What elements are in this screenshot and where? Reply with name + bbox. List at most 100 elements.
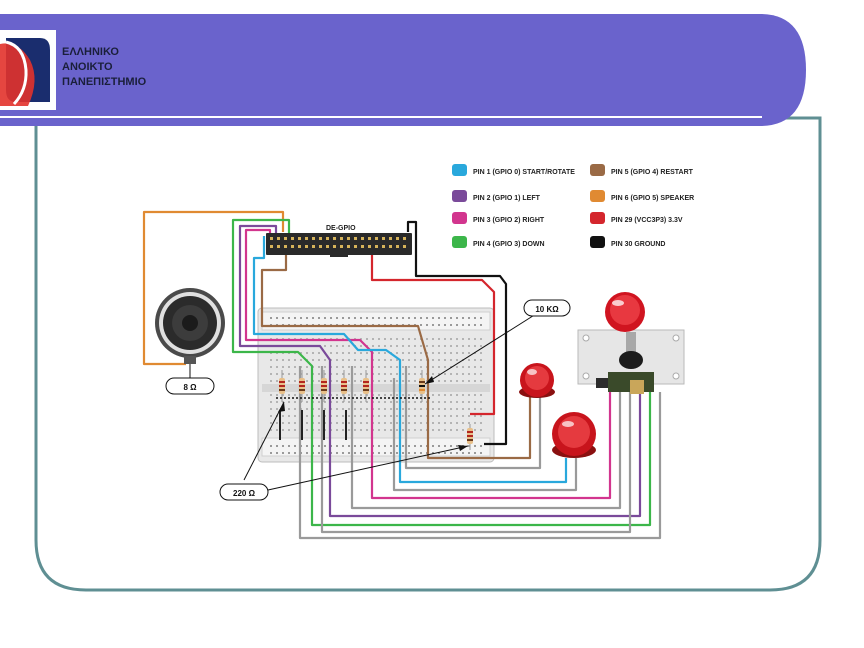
breadboard-hole — [282, 366, 284, 368]
breadboard-hole — [270, 380, 272, 382]
breadboard-hole — [414, 401, 416, 403]
breadboard-hole — [468, 352, 470, 354]
breadboard-hole — [420, 401, 422, 403]
breadboard-hole — [468, 366, 470, 368]
legend-swatch-pin29 — [590, 212, 605, 224]
breadboard-hole — [348, 452, 350, 454]
gpio-pin — [382, 245, 385, 248]
breadboard-hole — [294, 373, 296, 375]
breadboard-hole — [456, 352, 458, 354]
resistor-220-pointer-2 — [267, 445, 469, 491]
breadboard-hole — [276, 317, 278, 319]
gpio-pin — [277, 245, 280, 248]
gpio-pin — [270, 245, 273, 248]
breadboard-hole — [348, 359, 350, 361]
breadboard-hole — [432, 338, 434, 340]
breadboard-hole — [366, 452, 368, 454]
breadboard-hole — [378, 366, 380, 368]
breadboard-hole — [288, 429, 290, 431]
breadboard-hole — [474, 445, 476, 447]
legend-swatch-pin4 — [452, 236, 467, 248]
breadboard-hole — [372, 345, 374, 347]
wire-brown-restart — [260, 236, 532, 460]
logo-line2: ΑΝΟΙΚΤΟ — [62, 61, 113, 73]
breadboard-hole — [468, 345, 470, 347]
breadboard-hole — [408, 317, 410, 319]
breadboard-hole — [390, 345, 392, 347]
breadboard-hole — [288, 445, 290, 447]
breadboard-hole — [294, 366, 296, 368]
breadboard-hole — [414, 373, 416, 375]
breadboard-hole — [456, 429, 458, 431]
breadboard-hole — [468, 380, 470, 382]
breadboard-hole — [474, 345, 476, 347]
breadboard-hole — [438, 408, 440, 410]
breadboard-hole — [342, 401, 344, 403]
breadboard-hole — [360, 338, 362, 340]
breadboard-hole — [378, 352, 380, 354]
breadboard-hole — [270, 366, 272, 368]
breadboard-hole — [396, 429, 398, 431]
breadboard-hole — [408, 445, 410, 447]
breadboard-hole — [318, 401, 320, 403]
breadboard-hole — [306, 373, 308, 375]
breadboard-hole — [438, 359, 440, 361]
breadboard-hole — [354, 429, 356, 431]
breadboard-hole — [396, 380, 398, 382]
breadboard-hole — [474, 373, 476, 375]
breadboard-hole — [318, 422, 320, 424]
breadboard-hole — [336, 408, 338, 410]
legend-label-pin29: PIN 29 (VCC3P3) 3.3V — [611, 217, 683, 224]
breadboard-hole — [438, 452, 440, 454]
breadboard-hole — [438, 345, 440, 347]
gpio-pin — [333, 245, 336, 248]
breadboard-hole — [294, 408, 296, 410]
breadboard-hole — [396, 445, 398, 447]
breadboard-hole — [390, 373, 392, 375]
breadboard-hole — [294, 401, 296, 403]
breadboard-hole — [390, 445, 392, 447]
legend-label-pin2: PIN 2 (GPIO 1) LEFT — [473, 195, 541, 202]
breadboard-hole — [354, 380, 356, 382]
breadboard-hole — [480, 401, 482, 403]
breadboard-hole — [444, 338, 446, 340]
breadboard-hole — [360, 408, 362, 410]
breadboard-hole — [318, 380, 320, 382]
breadboard-hole — [318, 452, 320, 454]
breadboard-hole — [402, 408, 404, 410]
wire-red-vcc — [370, 252, 496, 416]
breadboard-hole — [402, 359, 404, 361]
breadboard-hole — [360, 452, 362, 454]
gpio-pin — [389, 245, 392, 248]
breadboard-hole — [456, 366, 458, 368]
breadboard-hole — [444, 408, 446, 410]
breadboard-hole — [462, 408, 464, 410]
breadboard-hole — [354, 394, 356, 396]
breadboard-hole — [444, 380, 446, 382]
breadboard-hole — [420, 359, 422, 361]
breadboard-hole — [288, 373, 290, 375]
breadboard-hole — [450, 366, 452, 368]
gpio-pin — [305, 237, 308, 240]
breadboard-hole — [408, 345, 410, 347]
breadboard-hole — [390, 408, 392, 410]
breadboard-hole — [390, 394, 392, 396]
gpio-pin — [361, 237, 364, 240]
breadboard-hole — [444, 394, 446, 396]
breadboard-hole — [348, 415, 350, 417]
breadboard-hole — [342, 359, 344, 361]
breadboard-hole — [348, 317, 350, 319]
breadboard-hole — [282, 373, 284, 375]
legend-swatch-pin30 — [590, 236, 605, 248]
breadboard-hole — [366, 445, 368, 447]
breadboard-hole — [270, 317, 272, 319]
breadboard-hole — [282, 317, 284, 319]
breadboard-hole — [474, 422, 476, 424]
breadboard-hole — [408, 401, 410, 403]
breadboard-hole — [366, 422, 368, 424]
breadboard-hole — [480, 415, 482, 417]
breadboard-hole — [420, 373, 422, 375]
arcade-button-small — [519, 363, 555, 398]
breadboard-hole — [402, 373, 404, 375]
